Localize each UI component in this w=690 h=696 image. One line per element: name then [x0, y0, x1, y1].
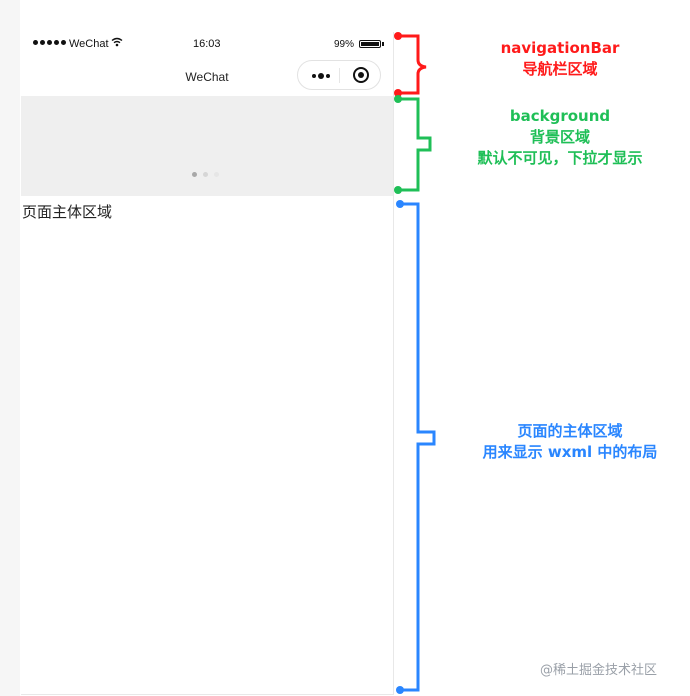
page-main-area: 页面主体区域: [21, 196, 393, 694]
phone-simulator: WeChat 16:03 99% WeChat 页面主体区域: [21, 32, 394, 695]
nav-title: WeChat: [185, 70, 229, 84]
wifi-icon: [111, 37, 123, 47]
background-annotation-note: 默认不可见，下拉才显示: [477, 149, 643, 167]
loading-dot: [214, 172, 219, 177]
background-annotation: background 背景区域 默认不可见，下拉才显示: [440, 106, 680, 169]
main-annotation-subtitle: 用来显示 wxml 中的布局: [482, 443, 658, 461]
navigation-annotation-title: navigationBar: [500, 39, 620, 57]
main-annotation: 页面的主体区域 用来显示 wxml 中的布局: [440, 421, 690, 463]
background-bracket: [394, 95, 432, 194]
battery-percent: 99%: [334, 39, 355, 50]
left-margin-strip: [0, 0, 20, 696]
battery-icon: [359, 40, 381, 48]
navigation-annotation-subtitle: 导航栏区域: [522, 60, 598, 78]
more-icon[interactable]: [312, 73, 330, 79]
status-time: 16:03: [193, 38, 221, 50]
main-area-text: 页面主体区域: [22, 204, 113, 221]
close-miniprogram-icon[interactable]: [353, 67, 369, 83]
background-annotation-title: background: [509, 107, 611, 125]
navigation-bracket: [394, 32, 427, 97]
navigation-annotation: navigationBar 导航栏区域: [460, 38, 660, 80]
battery-tip: [382, 42, 384, 46]
status-bar: WeChat 16:03 99%: [21, 32, 393, 58]
main-area-bracket: [396, 200, 436, 694]
navigation-bar: WeChat: [21, 58, 393, 96]
loading-dot: [203, 172, 208, 177]
background-area: [21, 96, 393, 196]
signal-icon: [33, 40, 66, 45]
capsule-divider: [339, 68, 340, 83]
carrier-label: WeChat: [69, 38, 109, 50]
main-annotation-title: 页面的主体区域: [517, 422, 623, 440]
loading-dots: [192, 172, 219, 177]
loading-dot: [192, 172, 197, 177]
watermark: @稀土掘金技术社区: [540, 663, 658, 678]
menu-capsule: [297, 60, 381, 90]
background-annotation-subtitle: 背景区域: [529, 128, 590, 146]
